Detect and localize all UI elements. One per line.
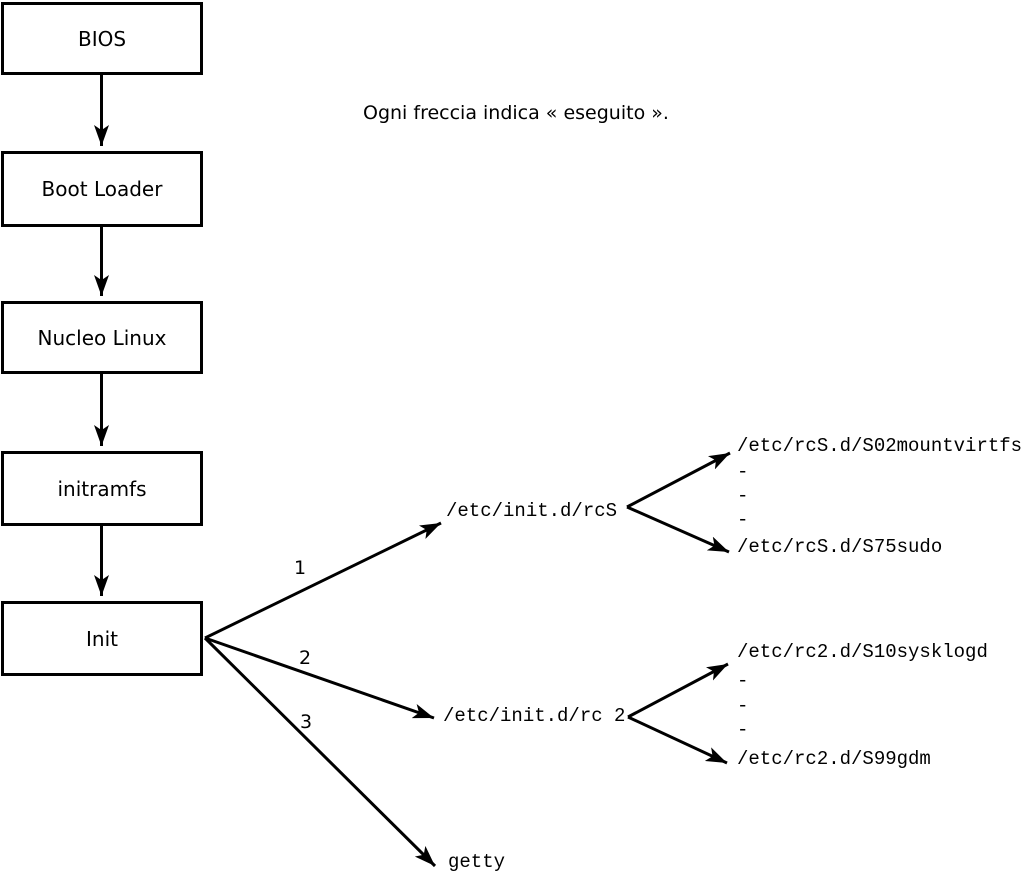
- arrow-rcs-to-s75sudo: [626, 505, 730, 554]
- label-etc-init-d-rc2: /etc/init.d/rc 2: [443, 705, 626, 727]
- arrow-rc2-to-s10sysklogd: [627, 662, 729, 719]
- branch-label-3: 3: [300, 711, 313, 733]
- rc2-ellipsis-dash-3: -: [737, 719, 749, 741]
- label-rc2-s10sysklogd: /etc/rc2.d/S10sysklogd: [737, 641, 988, 663]
- diagram-note: Ogni freccia indica « eseguito ».: [363, 102, 669, 124]
- box-nucleo-linux: Nucleo Linux: [1, 301, 203, 374]
- arrow-rc2-to-s99gdm: [627, 715, 728, 765]
- label-rc2-s99gdm: /etc/rc2.d/S99gdm: [737, 748, 931, 770]
- box-boot-loader: Boot Loader: [1, 151, 203, 227]
- label-rcs-s02mountvirtfs: /etc/rcS.d/S02mountvirtfs: [737, 435, 1023, 457]
- arrow-init-to-getty: [203, 636, 437, 868]
- rc2-ellipsis-dash-2: -: [737, 695, 749, 717]
- box-init: Init: [1, 601, 203, 676]
- arrow-init-to-rc2: [204, 636, 435, 720]
- rc2-ellipsis-dash-1: -: [737, 670, 749, 692]
- rcs-ellipsis-dash-3: -: [737, 509, 749, 531]
- label-rcs-s75sudo: /etc/rcS.d/S75sudo: [737, 536, 943, 558]
- label-getty: getty: [448, 851, 506, 873]
- box-bios: BIOS: [1, 2, 203, 75]
- arrow-init-to-rcs: [204, 521, 442, 640]
- box-initramfs: initramfs: [1, 451, 203, 526]
- branch-label-1: 1: [294, 557, 307, 579]
- rcs-ellipsis-dash-2: -: [737, 485, 749, 507]
- branch-label-2: 2: [299, 647, 312, 669]
- label-etc-init-d-rcs: /etc/init.d/rcS: [446, 500, 618, 522]
- rcs-ellipsis-dash-1: -: [737, 461, 749, 483]
- arrow-rcs-to-s02mountvirtfs: [626, 451, 731, 509]
